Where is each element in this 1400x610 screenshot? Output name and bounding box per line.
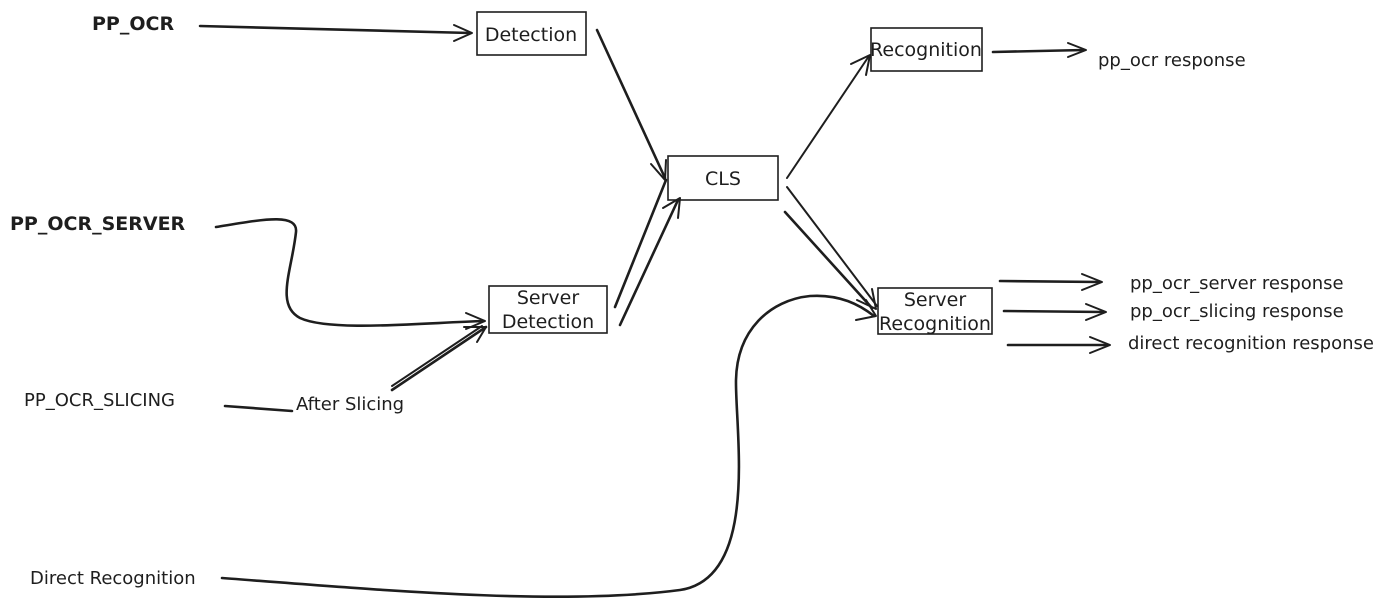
input-direct-recognition-label: Direct Recognition: [30, 568, 196, 589]
edge-pp-ocr-server-to-server-detection: [214, 218, 486, 330]
edge-pp-ocr-slicing-to-after-slicing: [223, 404, 294, 413]
server-detection-node-label-line2: Detection: [502, 311, 594, 333]
edge-recognition-to-pp-ocr-response: [991, 42, 1087, 58]
after-slicing-label: After Slicing: [296, 394, 404, 415]
output-pp-ocr-response: pp_ocr response: [1098, 50, 1246, 71]
detection-node-label: Detection: [485, 24, 577, 46]
server-detection-node: Server Detection: [488, 285, 608, 334]
input-pp-ocr-label: PP_OCR: [92, 13, 174, 35]
input-pp-ocr-server-label: PP_OCR_SERVER: [10, 213, 186, 235]
edge-server-recognition-to-server-response: [998, 273, 1103, 291]
edge-cls-to-server-recognition: [783, 186, 878, 310]
server-recognition-node-label-line1: Server: [904, 289, 966, 311]
edge-cls-to-recognition: [786, 54, 871, 179]
edge-server-recognition-to-slicing-response: [1002, 303, 1107, 321]
edge-pp-ocr-to-detection: [198, 24, 473, 42]
input-pp-ocr-slicing-label: PP_OCR_SLICING: [24, 390, 175, 411]
edge-direct-recognition-to-server-recognition: [220, 294, 877, 599]
server-recognition-node-label-line2: Recognition: [879, 313, 991, 335]
edge-server-recognition-to-direct-response: [1006, 336, 1111, 354]
edge-detection-to-cls: [595, 28, 667, 181]
detection-node: Detection: [476, 11, 587, 56]
output-direct-recognition-response: direct recognition response: [1128, 333, 1374, 354]
server-recognition-node: Server Recognition: [877, 287, 993, 335]
recognition-node: Recognition: [870, 27, 983, 72]
output-pp-ocr-server-response: pp_ocr_server response: [1130, 273, 1344, 294]
cls-node: CLS: [667, 155, 779, 201]
edge-after-slicing-to-server-detection: [390, 325, 488, 392]
edge-server-detection-to-cls: [613, 178, 681, 327]
server-detection-node-label-line1: Server: [517, 287, 579, 309]
output-pp-ocr-slicing-response: pp_ocr_slicing response: [1130, 301, 1344, 322]
recognition-node-label: Recognition: [870, 39, 982, 61]
cls-node-label: CLS: [705, 168, 741, 190]
